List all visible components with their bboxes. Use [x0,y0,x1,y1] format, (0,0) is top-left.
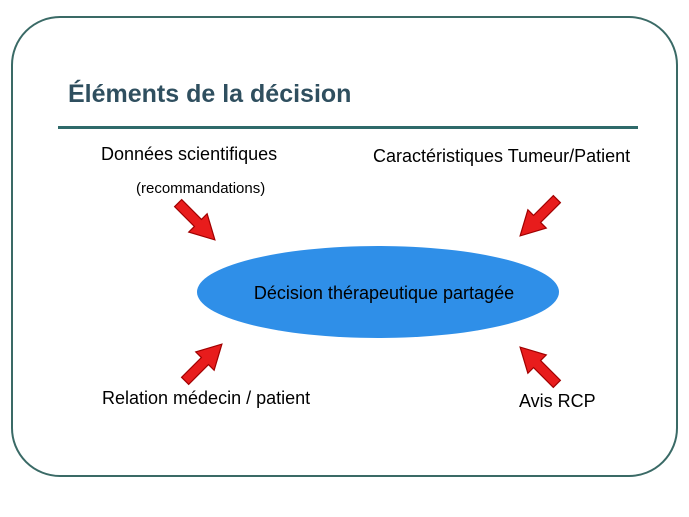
arrow-bottom-right [519,346,562,389]
label-caracteristiques-tumeur-patient: Caractéristiques Tumeur/Patient [373,146,631,166]
slide-title: Éléments de la décision [68,80,352,108]
title-underline [58,126,638,129]
arrow-top-left [173,198,216,241]
label-avis-rcp: Avis RCP [519,391,596,411]
arrow-bottom-left [180,343,223,386]
label-donnees-scientifiques: Données scientifiques [101,144,278,164]
rounded-border [11,16,678,477]
sublabel-recommandations: (recommandations) [136,180,266,197]
center-label: Décision thérapeutique partagée [254,283,514,303]
label-relation-medecin-patient: Relation médecin / patient [102,388,311,408]
center-ellipse [197,246,559,338]
arrow-top-right [519,194,562,237]
